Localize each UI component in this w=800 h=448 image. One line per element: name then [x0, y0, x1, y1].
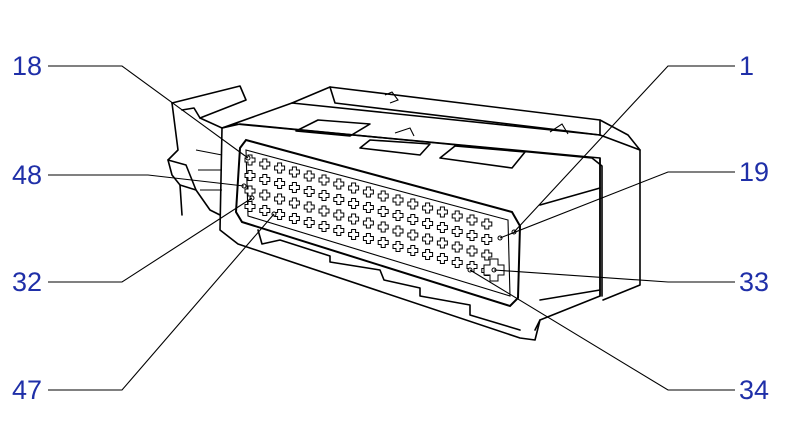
pin-label-48: 48	[12, 160, 42, 190]
pin-cavity	[422, 249, 434, 260]
leader-1	[513, 65, 735, 233]
pin-cavity	[481, 218, 493, 230]
pin-cavity	[259, 174, 271, 185]
pin-cavity	[244, 154, 256, 166]
pin-cavity	[259, 158, 271, 170]
pin-cavity	[348, 229, 360, 240]
leader-32	[48, 197, 253, 283]
pin-cavity	[481, 234, 493, 245]
pin-cavity	[303, 217, 315, 228]
pin-cavity	[333, 209, 345, 221]
pin-cavity	[451, 226, 463, 237]
pin-cavity	[407, 245, 419, 256]
pin-label-47: 47	[12, 375, 42, 405]
pin-cavity	[407, 214, 419, 225]
leader-34	[469, 269, 735, 391]
pin-cavity	[318, 190, 330, 201]
pin-cavity	[377, 206, 389, 217]
leader-18	[48, 65, 249, 159]
pin-label-19: 19	[739, 157, 769, 187]
pin-cavity	[288, 182, 300, 193]
pin-cavity	[288, 166, 300, 178]
pin-cavity	[244, 170, 256, 181]
pin-cavity	[392, 210, 404, 221]
pin-cavity	[466, 214, 478, 226]
pin-cavity	[333, 194, 345, 205]
pin-cavity	[436, 222, 448, 233]
pin-cavity	[466, 230, 478, 241]
pin-cavity	[407, 229, 419, 241]
pin-cavity	[392, 194, 404, 206]
pin-cavity	[274, 178, 286, 189]
pin-cavity	[333, 225, 345, 236]
pin-label-33: 33	[739, 267, 769, 297]
leader-lines	[48, 65, 735, 391]
pin-cavity	[422, 218, 434, 229]
pin-cavity	[348, 198, 360, 209]
pin-cavity	[303, 170, 315, 182]
pin-cavity	[451, 257, 463, 268]
pin-label-18: 18	[12, 51, 42, 81]
pin-cavity	[422, 202, 434, 214]
pin-cavity	[244, 201, 256, 212]
pin-cavity	[377, 221, 389, 233]
pin-cavity	[362, 202, 374, 213]
pin-label-34: 34	[739, 375, 769, 405]
pin-cavity	[451, 210, 463, 222]
leader-48	[48, 174, 245, 187]
pin-cavity	[259, 189, 271, 201]
leader-47	[48, 213, 275, 391]
pin-labels: 18 1 48 19 32 33 47 34	[12, 51, 769, 405]
pin-cavity	[274, 193, 286, 205]
pin-cavity	[451, 241, 463, 253]
pin-cavity	[303, 201, 315, 213]
pin-cavity	[407, 198, 419, 210]
pin-cavity	[318, 205, 330, 217]
pin-cavity	[259, 205, 271, 216]
leader-33	[493, 269, 735, 283]
pin-label-1: 1	[739, 51, 754, 81]
pin-cavity	[348, 182, 360, 194]
pin-cavity	[362, 233, 374, 244]
pin-cavity	[466, 261, 478, 272]
connector-body	[167, 85, 641, 341]
pin-cavity	[377, 190, 389, 202]
pin-cavity	[466, 245, 478, 257]
pin-cavity	[288, 197, 300, 209]
pin-cavity	[318, 174, 330, 186]
pin-cavity	[318, 221, 330, 232]
pin-cavity	[348, 213, 360, 225]
pin-cavity	[377, 237, 389, 248]
pin-cavity	[333, 178, 345, 190]
pin-cavity	[303, 186, 315, 197]
pin-cavity	[436, 206, 448, 218]
pin-cavity	[362, 217, 374, 229]
pin-cavity	[362, 186, 374, 198]
pin-cavity	[436, 237, 448, 249]
leader-19	[499, 171, 735, 239]
pin-cavity	[481, 249, 493, 261]
pin-cavity	[392, 225, 404, 237]
pin-cavity	[274, 162, 286, 174]
pin-cavity	[436, 253, 448, 264]
pin-cavity	[392, 241, 404, 252]
pin-label-32: 32	[12, 267, 42, 297]
pin-cavity	[288, 213, 300, 224]
pin-cavity	[422, 233, 434, 245]
